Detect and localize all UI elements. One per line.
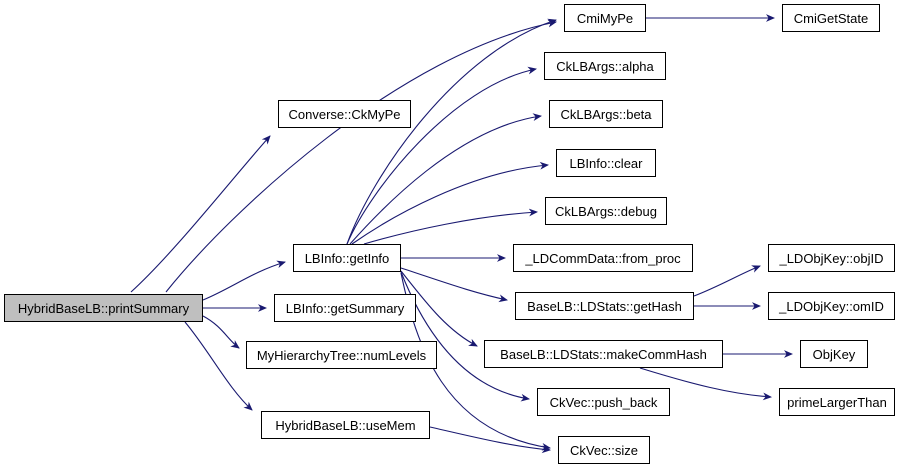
edge-printsummary-to-numlevels: [202, 315, 240, 349]
node-hybridbaselb-usemem[interactable]: HybridBaseLB::useMem: [261, 411, 430, 439]
edge-getinfo-to-cmimype: [346, 18, 557, 245]
edge-getinfo-to-pushback: [400, 271, 530, 402]
node-ckvec-push-back[interactable]: CkVec::push_back: [537, 388, 670, 416]
node-ckvec-size[interactable]: CkVec::size: [558, 436, 650, 464]
node-ldobjkey-objid[interactable]: _LDObjKey::objID: [768, 244, 895, 272]
edge-printsummary-to-getinfo: [202, 260, 286, 301]
edge-getinfo-to-clear: [351, 161, 549, 245]
edge-printsummary-to-converse-ckmype: [130, 135, 271, 293]
node-myhierarchytree-numlevels[interactable]: MyHierarchyTree::numLevels: [246, 341, 437, 369]
node-cklbargs-beta[interactable]: CkLBArgs::beta: [549, 100, 663, 128]
node-ldobjkey-omid[interactable]: _LDObjKey::omID: [768, 292, 895, 320]
edge-getinfo-to-beta: [349, 113, 542, 245]
node-baselb-ldstats-gethash[interactable]: BaseLB::LDStats::getHash: [515, 292, 694, 320]
node-cmimype[interactable]: CmiMyPe: [564, 4, 646, 32]
edge-getinfo-to-debug: [363, 208, 538, 245]
edge-makecommhash-to-primelargerthan: [639, 367, 772, 401]
node-converse-ckmype[interactable]: Converse::CkMyPe: [278, 100, 411, 128]
edge-printsummary-to-usemem: [184, 321, 253, 411]
edge-getinfo-to-gethash: [400, 267, 508, 303]
node-primelargerthan[interactable]: primeLargerThan: [779, 388, 895, 416]
edge-getinfo-to-alpha: [346, 66, 537, 245]
node-hybridbaselb-printsummary[interactable]: HybridBaseLB::printSummary: [4, 294, 203, 322]
node-objkey[interactable]: ObjKey: [800, 340, 868, 368]
edge-printsummary-to-cmimype: [165, 19, 557, 293]
node-ldcommdata-from-proc[interactable]: _LDCommData::from_proc: [513, 244, 693, 272]
node-baselb-ldstats-makecommhash[interactable]: BaseLB::LDStats::makeCommHash: [484, 340, 723, 368]
node-cklbargs-debug[interactable]: CkLBArgs::debug: [545, 197, 667, 225]
node-cmigetstate[interactable]: CmiGetState: [782, 4, 880, 32]
node-lbinfo-getsummary[interactable]: LBInfo::getSummary: [274, 294, 416, 322]
node-lbinfo-getinfo[interactable]: LBInfo::getInfo: [293, 244, 401, 272]
edge-usemem-to-size: [429, 426, 551, 454]
edge-getinfo-to-makecommhash: [400, 270, 478, 347]
node-lbinfo-clear[interactable]: LBInfo::clear: [556, 149, 656, 177]
edge-gethash-to-objid: [693, 265, 761, 297]
node-cklbargs-alpha[interactable]: CkLBArgs::alpha: [544, 52, 666, 80]
